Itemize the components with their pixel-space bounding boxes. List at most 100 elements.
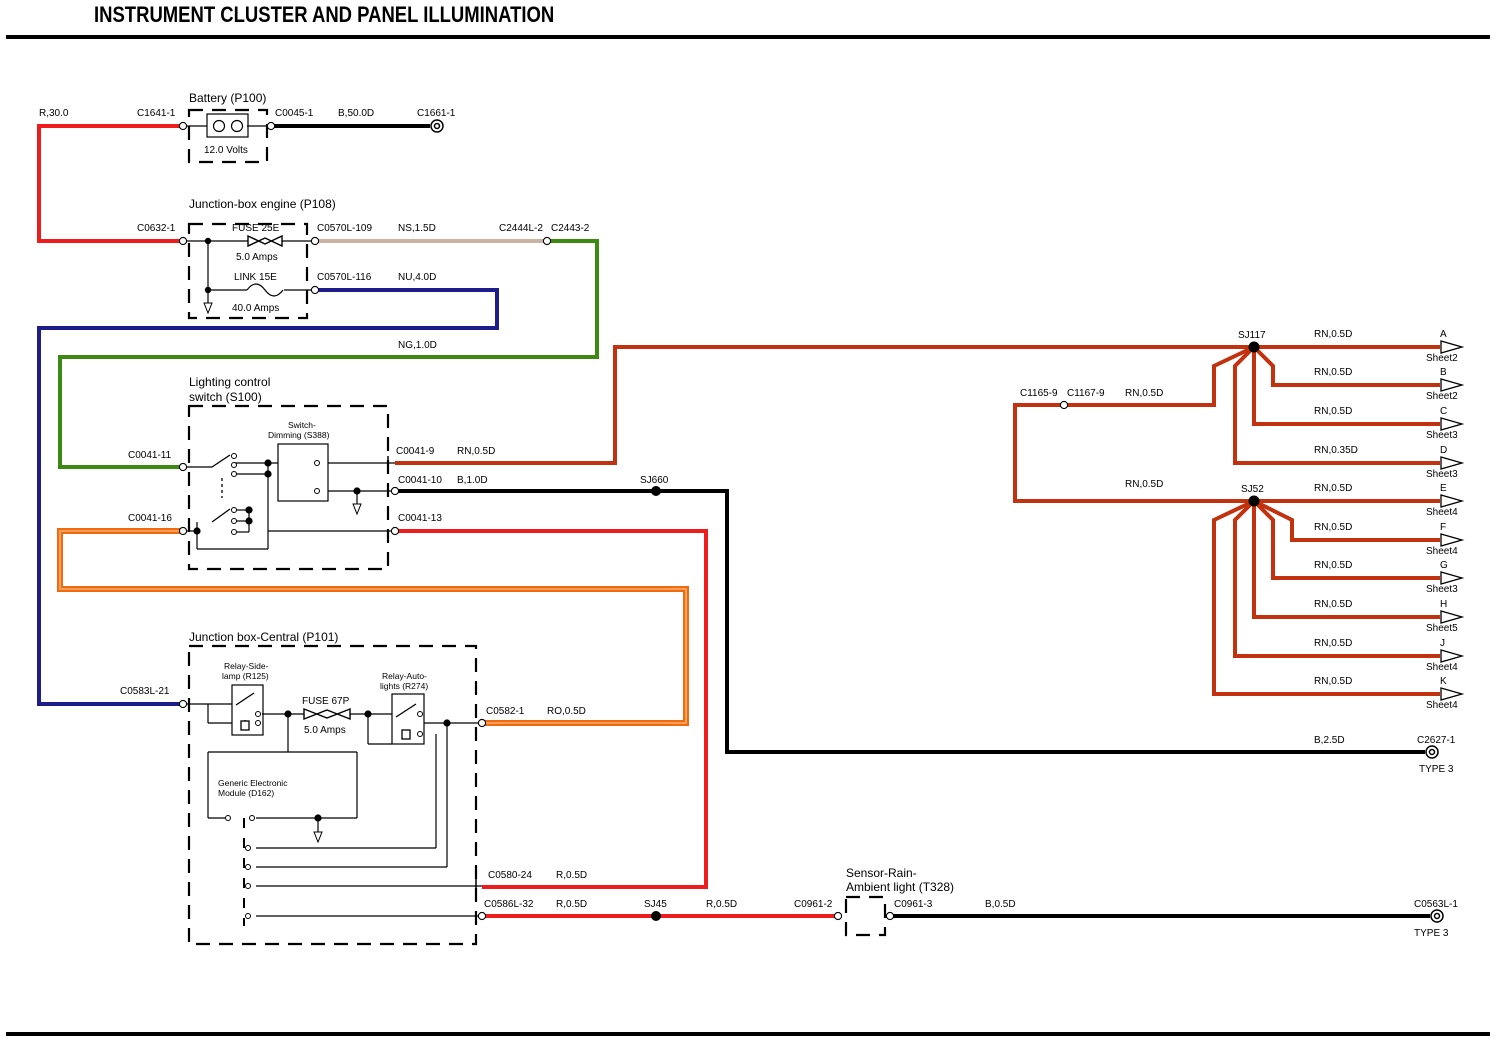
wire-rn-c1167	[1066, 345, 1255, 407]
conn-c0586: C0586L-32	[484, 899, 534, 910]
conn-c0563: C0563L-1	[1414, 899, 1458, 910]
output-arrow-e	[1440, 494, 1465, 508]
battery-box	[187, 108, 269, 164]
output-sheet-a: Sheet2	[1426, 353, 1458, 364]
sensor-box	[844, 895, 887, 937]
output-wire-e: RN,0.5D	[1314, 483, 1352, 494]
output-arrow-j	[1440, 649, 1465, 663]
wire-rn05-label-c1167: RN,0.5D	[1125, 388, 1163, 399]
footer-rule	[6, 1032, 1490, 1036]
splice-sj52-label: SJ52	[1241, 484, 1264, 495]
conn-c0570-109: C0570L-109	[317, 223, 372, 234]
conn-c2627-type: TYPE 3	[1419, 764, 1454, 775]
wire-rn-loop	[1013, 403, 1440, 503]
output-letter-j: J	[1440, 638, 1445, 649]
wire-r30	[37, 124, 183, 243]
conn-c1641: C1641-1	[137, 108, 176, 119]
wire-b10	[395, 489, 1425, 754]
wire-b05-label: B,0.5D	[985, 899, 1016, 910]
wire-rn-j	[1233, 499, 1440, 658]
gem-title-1: Generic Electronic	[218, 778, 288, 788]
splice-sj660	[651, 486, 661, 496]
link-15e-amps: 40.0 Amps	[232, 303, 279, 314]
output-sheet-k: Sheet4	[1426, 700, 1458, 711]
wire-nu40	[37, 288, 499, 706]
splice-sj117-label: SJ117	[1238, 330, 1266, 341]
dimming-title-2: Dimming (S388)	[268, 430, 330, 440]
dimming-title-1: Switch-	[288, 420, 316, 430]
wire-r05-label-3: R,0.5D	[706, 899, 737, 910]
wire-r-c0041-13	[395, 529, 708, 889]
output-letter-e: E	[1440, 483, 1447, 494]
conn-c0563-type: TYPE 3	[1414, 928, 1449, 939]
fuse-25e-label: FUSE 25E	[232, 223, 280, 234]
wire-ng10-label: NG,1.0D	[398, 340, 437, 351]
splice-sj117	[1248, 341, 1260, 353]
wire-ro05-label: RO,0.5D	[547, 706, 586, 717]
conn-c0961-2: C0961-2	[794, 899, 833, 910]
wire-r05-label-1: R,0.5D	[556, 870, 587, 881]
lighting-switch-title-2: switch (S100)	[189, 390, 262, 404]
conn-c0041-16: C0041-16	[128, 513, 172, 524]
output-letter-k: K	[1440, 676, 1447, 687]
output-letter-h: H	[1440, 599, 1447, 610]
jbox-engine-title: Junction-box engine (P108)	[189, 197, 336, 211]
output-wire-d: RN,0.35D	[1314, 445, 1358, 456]
page-title: INSTRUMENT CLUSTER AND PANEL ILLUMINATIO…	[94, 2, 555, 27]
conn-c0041-13: C0041-13	[398, 513, 442, 524]
wire-r30-label: R,30.0	[39, 108, 69, 119]
splice-sj660-label: SJ660	[640, 475, 669, 486]
output-wire-h: RN,0.5D	[1314, 599, 1352, 610]
wire-b50-label: B,50.0D	[338, 108, 374, 119]
splice-sj52	[1248, 495, 1260, 507]
fuse-67p-symbol	[303, 707, 351, 721]
output-sheet-f: Sheet4	[1426, 546, 1458, 557]
jbox-central-title: Junction box-Central (P101)	[189, 630, 338, 644]
output-arrow-g	[1440, 571, 1465, 585]
battery-title: Battery (P100)	[189, 91, 266, 105]
output-arrow-h	[1440, 610, 1465, 624]
header-rule	[6, 35, 1490, 39]
relay-auto-title-2: lights (R274)	[380, 681, 428, 691]
wire-rn-b	[1252, 345, 1440, 387]
sensor-title-1: Sensor-Rain-	[846, 866, 917, 880]
conn-c0041-11: C0041-11	[128, 450, 172, 461]
output-letter-g: G	[1440, 560, 1448, 571]
output-sheet-e: Sheet4	[1426, 507, 1458, 518]
fuse-67p-label: FUSE 67P	[302, 696, 350, 707]
fuse-25e-symbol	[247, 234, 283, 248]
lighting-switch-box	[187, 404, 390, 571]
output-sheet-d: Sheet3	[1426, 469, 1458, 480]
link-15e-symbol	[246, 283, 284, 297]
output-wire-g: RN,0.5D	[1314, 560, 1352, 571]
output-arrow-a	[1440, 340, 1465, 354]
output-sheet-h: Sheet5	[1426, 623, 1458, 634]
output-sheet-b: Sheet2	[1426, 391, 1458, 402]
relay-auto-lights-box	[391, 693, 425, 745]
output-wire-b: RN,0.5D	[1314, 367, 1352, 378]
splice-sj45-label: SJ45	[644, 899, 667, 910]
output-wire-f: RN,0.5D	[1314, 522, 1352, 533]
wire-rn-h	[1252, 501, 1440, 619]
output-wire-k: RN,0.5D	[1314, 676, 1352, 687]
fuse-67p-amps: 5.0 Amps	[304, 725, 346, 736]
relay-side-title-2: lamp (R125)	[222, 671, 269, 681]
conn-c0580: C0580-24	[488, 870, 532, 881]
output-arrow-b	[1440, 378, 1465, 392]
output-letter-c: C	[1440, 406, 1447, 417]
wire-rn-f	[1253, 499, 1440, 542]
conn-c1165: C1165-9	[1020, 388, 1058, 399]
conn-c0583: C0583L-21	[120, 686, 170, 697]
battery-cell-box	[206, 113, 249, 138]
output-wire-j: RN,0.5D	[1314, 638, 1352, 649]
wire-rn05-label-loop: RN,0.5D	[1125, 479, 1163, 490]
output-letter-a: A	[1440, 329, 1447, 340]
relay-side-title-1: Relay-Side-	[224, 661, 269, 671]
relay-side-lamp-box	[231, 684, 264, 736]
wire-rn05-label-1: RN,0.5D	[457, 446, 495, 457]
conn-c0041-10: C0041-10	[398, 475, 442, 486]
gem-title-2: Module (D162)	[218, 788, 274, 798]
conn-c1167: C1167-9	[1067, 388, 1105, 399]
relay-auto-title-1: Relay-Auto-	[382, 671, 427, 681]
jbox-central-box	[187, 644, 478, 946]
